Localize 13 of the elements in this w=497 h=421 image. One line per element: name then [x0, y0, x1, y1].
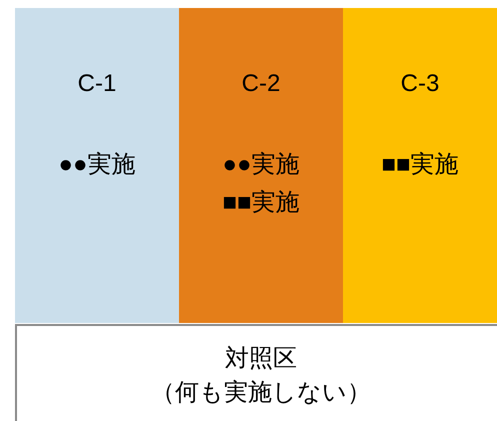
treatment-text: ■■実施 — [222, 188, 300, 218]
note-text: （何も実施しない） — [151, 378, 371, 408]
treatment-text: ●●実施 — [58, 150, 136, 180]
column-heading: C-1 — [78, 70, 116, 98]
control-plot-box — [15, 324, 497, 421]
treatment-text: ●●実施 — [222, 150, 300, 180]
column-panel — [343, 8, 497, 323]
treatment-text: ■■実施 — [382, 150, 458, 180]
column-heading: C-3 — [400, 70, 440, 98]
column-panel — [15, 8, 179, 323]
column-heading: C-2 — [242, 70, 280, 98]
column-panel — [179, 8, 343, 323]
box-heading: 対照区 — [225, 344, 297, 374]
